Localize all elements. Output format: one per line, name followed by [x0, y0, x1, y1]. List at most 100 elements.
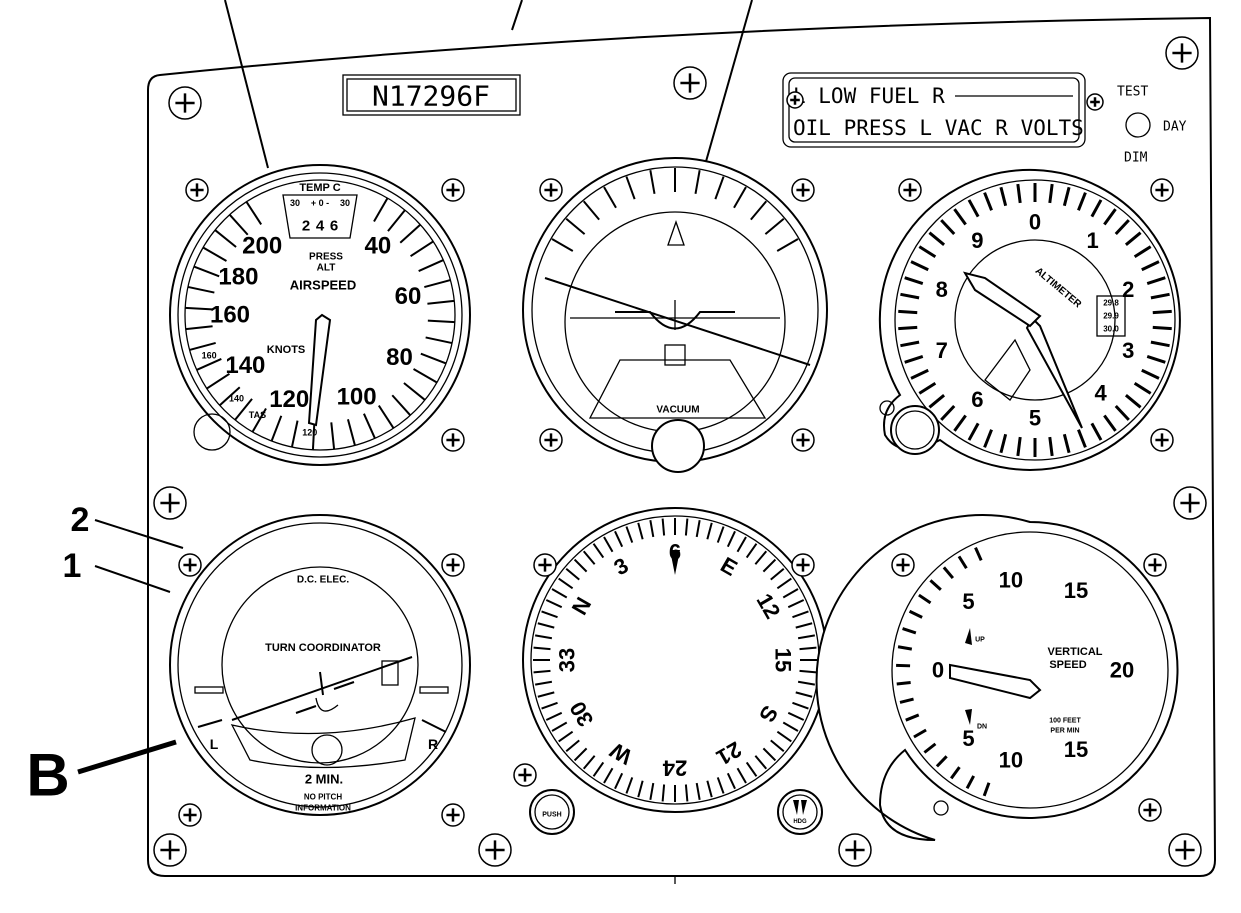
compass-card-label: 33	[555, 648, 580, 672]
compass-card-label: 24	[662, 756, 687, 781]
dial-tick	[787, 711, 805, 721]
dial-tick	[797, 634, 816, 640]
screw-cross-icon	[1172, 43, 1192, 63]
dial-tick	[290, 420, 299, 448]
dial-tick	[649, 169, 656, 194]
dial-tick	[904, 276, 924, 285]
dial-tick	[1103, 414, 1117, 432]
kollsman-value: 30.0	[1103, 325, 1119, 334]
airspeed-scale-label: 80	[386, 344, 413, 371]
altimeter-digit: 8	[936, 277, 948, 302]
screw-cross-icon	[518, 768, 532, 782]
screw-cross-icon	[485, 840, 505, 860]
dial-tick	[736, 767, 747, 784]
test-dim-switch[interactable]	[1125, 112, 1151, 138]
dial-tick	[776, 238, 799, 252]
screw-cross-icon	[183, 808, 197, 822]
dim-label: DIM	[1124, 151, 1148, 166]
dial-tick	[935, 755, 948, 768]
dial-tick	[904, 355, 924, 364]
units-label: PER MIN	[1050, 728, 1079, 735]
dial-tick	[427, 299, 455, 305]
annunciator-oil-vac-volts: OIL PRESS L VAC R VOLTS	[793, 116, 1084, 140]
dial-tick	[776, 577, 792, 590]
dial-tick	[1133, 381, 1152, 395]
dial-tick	[923, 742, 937, 754]
annunciator-low-fuel: L LOW FUEL R	[793, 84, 945, 108]
screw-cross-icon	[1090, 97, 1100, 107]
altimeter-digit: 4	[1094, 380, 1107, 405]
dial-tick	[551, 238, 574, 252]
dial-tick	[1124, 231, 1142, 246]
dial-tick	[533, 669, 551, 674]
vsi-scale-label: 5	[962, 726, 974, 751]
screw-cross-icon	[544, 183, 558, 197]
dial-tick	[661, 784, 666, 802]
altimeter-digit: 1	[1086, 228, 1098, 253]
dial-tick	[189, 341, 216, 351]
dial-tick	[551, 588, 568, 599]
dial-tick	[918, 593, 932, 605]
press-label: PRESS	[309, 252, 343, 263]
dial-tick	[533, 646, 551, 651]
dial-tick	[762, 558, 777, 573]
press-alt-digit: 6	[330, 218, 338, 235]
dial-tick	[897, 645, 913, 651]
attitude-adjust-knob[interactable]	[651, 419, 705, 473]
dial-tick	[649, 782, 655, 801]
dial-tick	[799, 669, 817, 674]
tas-scale-label: 140	[229, 393, 244, 403]
altimeter-setting-knob[interactable]	[890, 405, 940, 455]
dial-tick	[898, 325, 918, 331]
dial-tick	[928, 231, 946, 246]
up-label: UP	[975, 637, 985, 644]
dial-tick	[695, 519, 701, 538]
speed-label: SPEED	[1049, 659, 1086, 671]
dial-tick	[754, 755, 768, 770]
altimeter-digit: 5	[1029, 406, 1041, 431]
altimeter-digit: 6	[971, 387, 983, 412]
airspeed-needle	[307, 313, 332, 427]
press-alt-digit: 4	[316, 218, 325, 235]
dial-tick	[940, 404, 956, 421]
temp-scale-mid: + 0 -	[311, 198, 329, 208]
screw-cross-icon	[175, 93, 195, 113]
dial-tick	[387, 209, 406, 232]
heading-bug-knob[interactable]: HDG	[777, 789, 823, 835]
dial-tick	[649, 519, 655, 538]
registration-placard: N17296F	[342, 74, 521, 116]
airspeed-scale-label: 60	[395, 283, 422, 310]
dial-tick	[684, 518, 689, 536]
dial-tick	[999, 186, 1008, 207]
dial-tick	[745, 761, 758, 777]
dial-tick	[1077, 429, 1087, 448]
dial-tick	[363, 413, 376, 439]
heading-push-knob[interactable]: PUSH	[529, 789, 575, 835]
screw-cross-icon	[680, 73, 700, 93]
dial-tick	[625, 526, 634, 543]
dial-tick	[1062, 433, 1071, 454]
dial-tick	[750, 200, 768, 221]
dial-tick	[950, 766, 961, 780]
dial-tick	[770, 739, 785, 753]
dial-tick	[245, 201, 263, 225]
test-label: TEST	[1117, 85, 1148, 100]
altimeter-digit: 7	[936, 338, 948, 363]
screw-cross-icon	[1148, 558, 1162, 572]
kollsman-value: 29.9	[1103, 312, 1119, 321]
dial-tick	[541, 610, 558, 619]
airspeed-adjust-knob[interactable]	[193, 413, 231, 451]
hdg-label: HDG	[793, 819, 807, 825]
dial-tick	[957, 555, 968, 570]
screw-cross-icon	[160, 493, 180, 513]
dial-tick	[1141, 368, 1160, 380]
kollsman-value: 29.8	[1103, 299, 1119, 308]
dial-tick	[346, 419, 356, 446]
two-minute-label: 2 MIN.	[305, 772, 343, 787]
information-label: INFORMATION	[295, 804, 351, 813]
airspeed-indicator: TEMP C 30 + 0 - 30 2 4 6 PRESS ALT AIRSP…	[169, 164, 471, 466]
dial-tick	[1133, 245, 1152, 259]
dial-tick	[565, 567, 580, 581]
